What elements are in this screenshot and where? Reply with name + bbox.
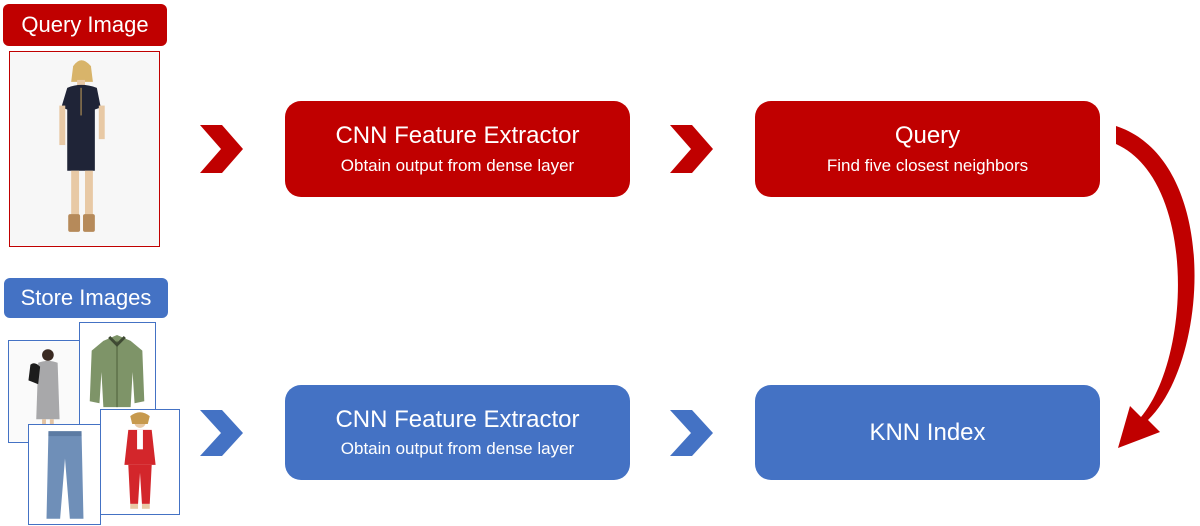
query-box-title: Query <box>894 122 961 150</box>
query-image-photo <box>9 51 160 247</box>
query-to-knn-curved-arrow <box>1116 126 1195 448</box>
top-extractor-title: CNN Feature Extractor <box>335 122 580 150</box>
top-extractor-subtitle: Obtain output from dense layer <box>340 155 575 175</box>
bottom-extractor-title: CNN Feature Extractor <box>335 405 580 433</box>
top-chevron-arrow-2 <box>670 125 713 173</box>
query-box: Query Find five closest neighbors <box>755 101 1100 197</box>
query-image-label-text: Query Image <box>21 12 149 37</box>
store-image-red-suit <box>100 409 180 515</box>
bottom-chevron-arrow-1 <box>200 410 243 456</box>
bottom-cnn-feature-extractor-box: CNN Feature Extractor Obtain output from… <box>285 385 630 480</box>
bottom-extractor-subtitle: Obtain output from dense layer <box>340 439 575 459</box>
bottom-chevron-arrow-2 <box>670 410 713 456</box>
store-images-label: Store Images <box>4 278 168 318</box>
knn-index-box: KNN Index <box>755 385 1100 480</box>
store-images-label-text: Store Images <box>20 285 152 310</box>
top-cnn-feature-extractor-box: CNN Feature Extractor Obtain output from… <box>285 101 630 197</box>
query-image-label: Query Image <box>3 4 167 46</box>
store-image-jeans <box>28 424 101 525</box>
woman-in-navy-dress-image <box>10 52 159 246</box>
query-box-subtitle: Find five closest neighbors <box>826 155 1029 175</box>
knn-index-title: KNN Index <box>869 418 986 446</box>
top-chevron-arrow-1 <box>200 125 243 173</box>
